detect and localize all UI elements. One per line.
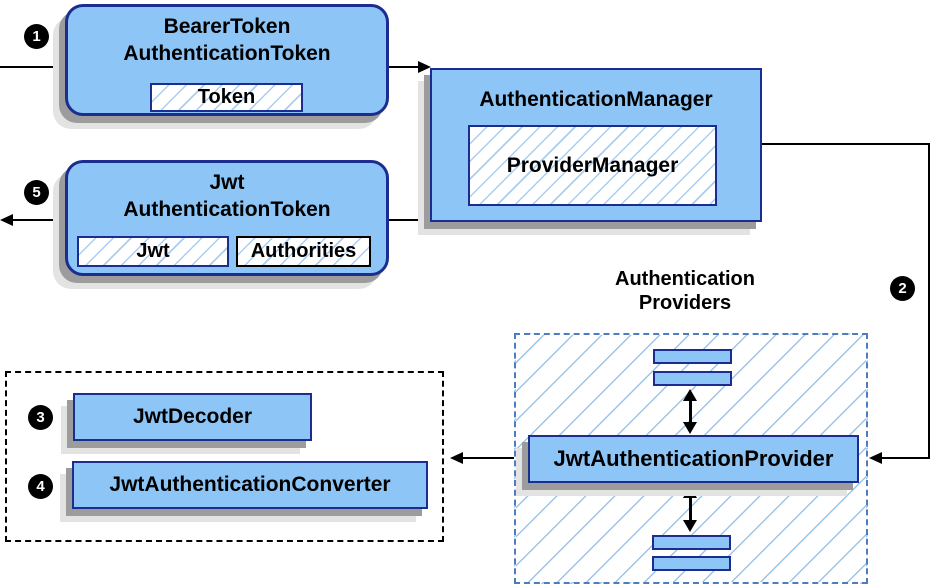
arrowhead-up-icon bbox=[683, 486, 697, 498]
authorities-chip: Authorities bbox=[236, 236, 371, 267]
jwt-token-title-line2: AuthenticationToken bbox=[123, 198, 331, 221]
arrowhead-left-icon bbox=[0, 214, 13, 226]
arrowhead-left-icon bbox=[450, 452, 463, 464]
authentication-manager-title: AuthenticationManager bbox=[479, 88, 713, 111]
bearer-token-authentication-token-node: BearerToken AuthenticationToken Token bbox=[65, 4, 389, 116]
arrow-stem bbox=[689, 398, 692, 425]
arrowhead-down-icon bbox=[683, 422, 697, 434]
arrowhead-right-icon bbox=[418, 61, 431, 73]
double-arrow-icon bbox=[683, 389, 697, 434]
manager-to-provider-line-bottom bbox=[881, 457, 930, 459]
jwt-authentication-converter-node: JwtAuthenticationConverter bbox=[72, 461, 428, 509]
authentication-manager-node: AuthenticationManager ProviderManager bbox=[430, 68, 762, 222]
bearer-token-title-line1: BearerToken bbox=[163, 15, 291, 38]
step-2-badge: 2 bbox=[890, 276, 915, 301]
node-title: BearerToken AuthenticationToken bbox=[68, 13, 386, 67]
providers-caption-line2: Providers bbox=[638, 292, 732, 314]
arrow-stem bbox=[689, 495, 692, 523]
step-1-badge: 1 bbox=[24, 24, 49, 49]
providers-caption-line1: Authentication bbox=[615, 268, 755, 290]
arrowhead-down-icon bbox=[683, 520, 697, 532]
provider-manager-chip: ProviderManager bbox=[468, 125, 717, 206]
provider-placeholder-rect bbox=[653, 349, 732, 364]
jwt-chip: Jwt bbox=[77, 236, 229, 267]
node-title: Jwt AuthenticationToken bbox=[68, 169, 386, 223]
response-out-line bbox=[11, 219, 66, 221]
jwt-decoder-node: JwtDecoder bbox=[73, 393, 312, 441]
manager-to-provider-line-vertical bbox=[928, 143, 930, 459]
step-3-badge: 3 bbox=[28, 405, 53, 430]
provider-to-decoder-line bbox=[462, 457, 528, 459]
jwt-authentication-token-node: Jwt AuthenticationToken Jwt Authorities bbox=[65, 160, 389, 276]
double-arrow-icon bbox=[683, 486, 697, 532]
step-5-badge: 5 bbox=[24, 180, 49, 205]
decoder-converter-group-box bbox=[5, 371, 444, 542]
authentication-providers-caption: Authentication Providers bbox=[560, 267, 810, 315]
step-4-badge: 4 bbox=[28, 474, 53, 499]
manager-to-provider-line-top bbox=[762, 143, 930, 145]
jwt-token-title-line1: Jwt bbox=[209, 171, 245, 194]
arrowhead-up-icon bbox=[683, 389, 697, 401]
request-in-line bbox=[0, 66, 66, 68]
bearer-to-manager-line bbox=[388, 66, 419, 68]
provider-placeholder-rect bbox=[652, 535, 731, 550]
jwt-authentication-provider-node: JwtAuthenticationProvider bbox=[528, 435, 859, 483]
provider-placeholder-rect bbox=[653, 371, 732, 386]
token-chip: Token bbox=[150, 83, 303, 112]
arrowhead-left-icon bbox=[869, 452, 882, 464]
provider-placeholder-rect bbox=[652, 556, 731, 571]
manager-to-jwt-token-line bbox=[386, 219, 433, 221]
bearer-token-title-line2: AuthenticationToken bbox=[123, 42, 331, 65]
